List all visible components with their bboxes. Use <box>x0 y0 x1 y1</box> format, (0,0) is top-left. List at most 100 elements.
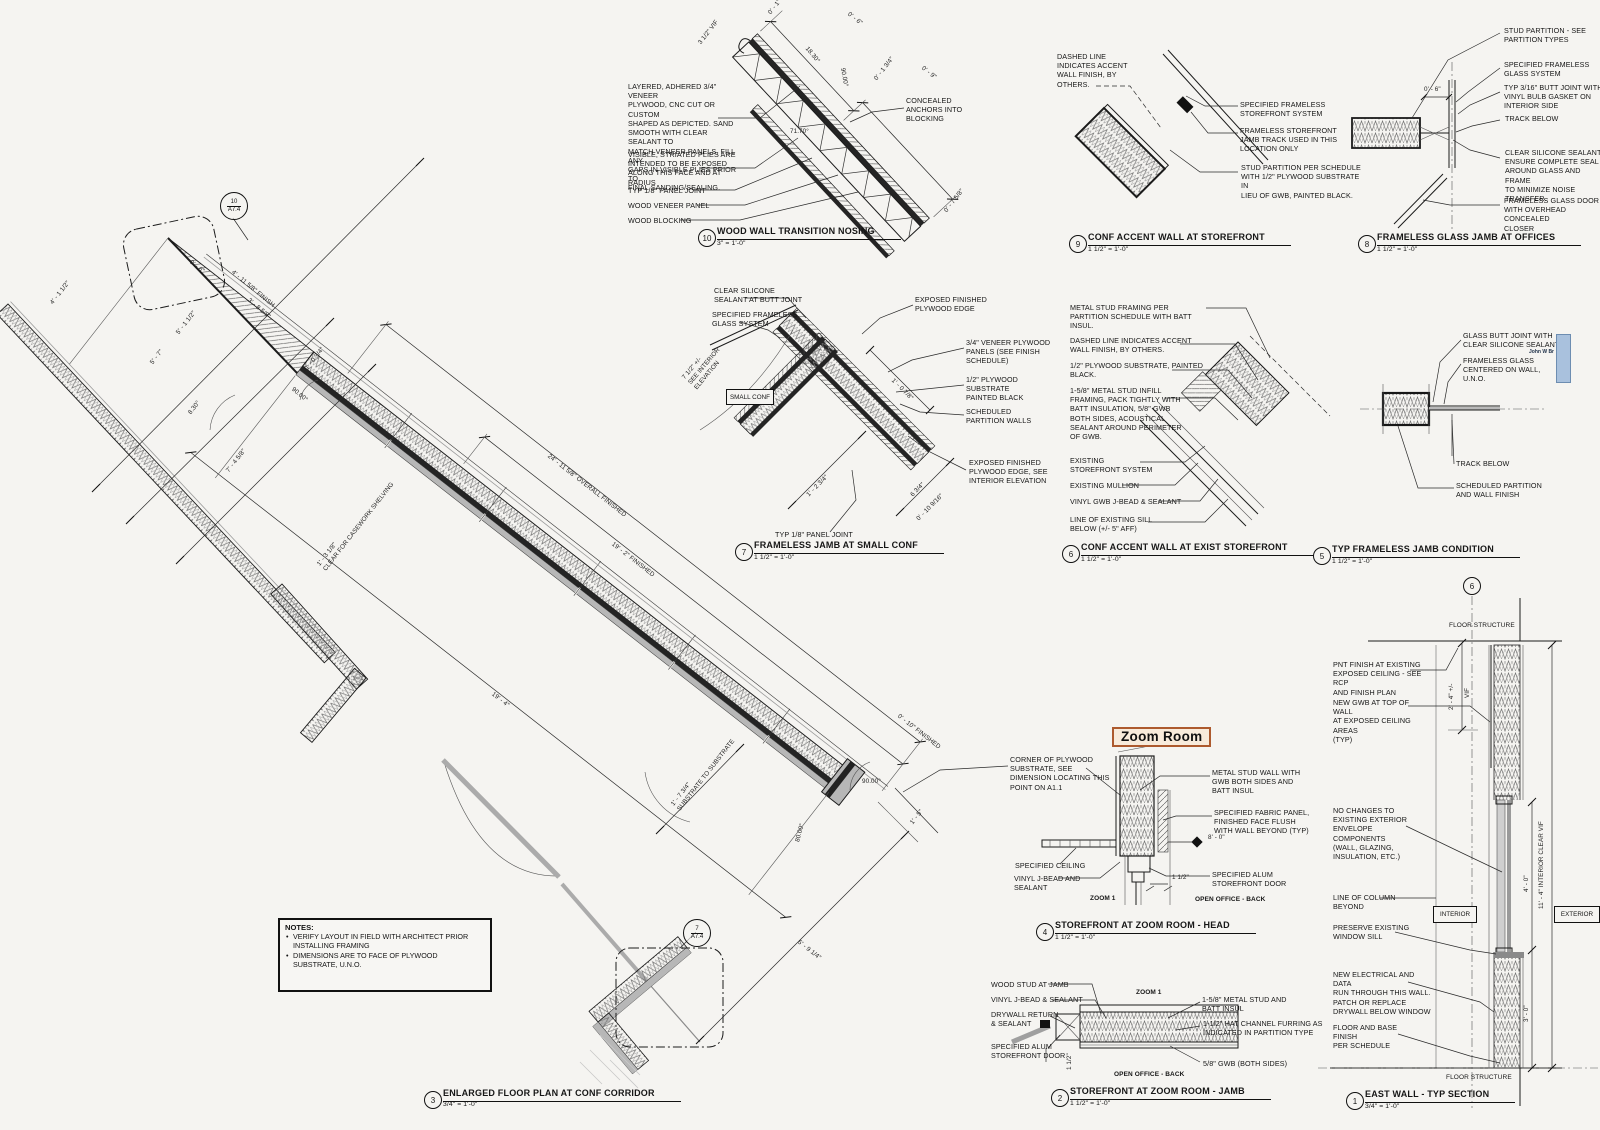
d7-note-glass-system: SPECIFIED FRAMELESS GLASS SYSTEM <box>712 310 798 329</box>
callout-sheet: A7.4 <box>690 933 704 940</box>
d6-note-jbead-sealant: VINYL GWB J-BEAD & SEALANT <box>1070 497 1182 506</box>
d10-note-concealed-anchors: CONCEALED ANCHORS INTO BLOCKING <box>906 96 963 124</box>
d7-note-plywood-edge: EXPOSED FINISHED PLYWOOD EDGE <box>915 295 987 314</box>
note-item: DIMENSIONS ARE TO FACE OF PLYWOOD SUBSTR… <box>285 951 485 970</box>
detail-scale: 1 1/2" = 1'-0" <box>1377 246 1418 253</box>
dim-label: 3' - 0" <box>1522 1005 1530 1023</box>
dim-label: 1 1/2" <box>1172 874 1189 881</box>
d5-note-frameless-glass: FRAMELESS GLASS CENTERED ON WALL, U.N.O. <box>1463 356 1541 384</box>
detail-title: CONF ACCENT WALL AT EXIST STOREFRONT <box>1081 542 1314 556</box>
d1-label-floor-structure-bottom: FLOOR STRUCTURE <box>1446 1074 1512 1081</box>
grid-bubble: 6 <box>1463 577 1481 595</box>
d4-note-jbead-sealant: VINYL J-BEAD AND SEALANT <box>1014 874 1081 893</box>
detail-callout-bubble: 10 A7.4 <box>220 192 248 220</box>
dim-label: 71.70° <box>790 128 809 135</box>
detail-number-bubble: 10 <box>698 229 716 247</box>
detail-number-bubble: 5 <box>1313 547 1331 565</box>
room-label: SMALL CONF <box>726 389 774 405</box>
d5-note-butt-joint: GLASS BUTT JOINT WITH CLEAR SILICONE SEA… <box>1463 331 1560 350</box>
d9-linework <box>1074 49 1269 199</box>
d1-note-new-electrical: NEW ELECTRICAL AND DATA RUN THROUGH THIS… <box>1333 970 1431 1016</box>
d8-note-track-below: TRACK BELOW <box>1505 114 1559 123</box>
d9-note-jamb-track: FRAMELESS STOREFRONT JAMB TRACK USED IN … <box>1240 126 1338 154</box>
d1-note-floor-base-finish: FLOOR AND BASE FINISH PER SCHEDULE <box>1333 1023 1398 1051</box>
detail-title: WOOD WALL TRANSITION NOSING <box>717 226 901 240</box>
d6-note-stud-infill: 1-5/8" METAL STUD INFILL FRAMING, PACK T… <box>1070 386 1182 442</box>
detail-scale: 1 1/2" = 1'-0" <box>1332 558 1373 565</box>
d1-note-new-gwb: NEW GWB AT TOP OF WALL AT EXPOSED CEILIN… <box>1333 698 1411 744</box>
d7-linework <box>699 297 967 533</box>
note-item: VERIFY LAYOUT IN FIELD WITH ARCHITECT PR… <box>285 932 485 951</box>
d8-note-butt-joint: TYP 3/16" BUTT JOINT WITH VINYL BULB GAS… <box>1504 83 1600 111</box>
d8-linework <box>1351 32 1501 232</box>
d5-note-track-below: TRACK BELOW <box>1456 459 1510 468</box>
d7-note-partition-walls: SCHEDULED PARTITION WALLS <box>966 407 1032 426</box>
d10-note-veneer-panel: WOOD VENEER PANEL <box>628 201 710 210</box>
notes-title: NOTES: <box>285 923 314 932</box>
callout-sheet: A7.4 <box>227 206 241 213</box>
d10-note-panel-joint: TYP 1/8" PANEL JOINT <box>628 186 706 195</box>
d2-note-metal-stud: 1-5/8" METAL STUD AND BATT INSUL <box>1202 995 1287 1014</box>
d2-note-alum-door: SPECIFIED ALUM STOREFRONT DOOR <box>991 1042 1066 1061</box>
d4-note-alum-door: SPECIFIED ALUM STOREFRONT DOOR <box>1212 870 1287 889</box>
d9-note-storefront-system: SPECIFIED FRAMELESS STOREFRONT SYSTEM <box>1240 100 1326 119</box>
d2-note-hat-channel: 1-1/2" HAT CHANNEL FURRING AS INDICATED … <box>1203 1019 1323 1038</box>
d8-note-silicone-sealant: CLEAR SILICONE SEALANT. ENSURE COMPLETE … <box>1505 148 1600 204</box>
detail-scale: 1 1/2" = 1'-0" <box>754 554 795 561</box>
d2-label-open-office: OPEN OFFICE - BACK <box>1114 1071 1185 1078</box>
detail-number-bubble: 7 <box>735 543 753 561</box>
d2-note-gwb: 5/8" GWB (BOTH SIDES) <box>1203 1059 1288 1068</box>
detail-title: TYP FRAMELESS JAMB CONDITION <box>1332 544 1520 558</box>
d10-note-visible-plies: VISIBLE, STRIATED PLIES ARE INTENDED TO … <box>628 150 736 187</box>
detail-title: CONF ACCENT WALL AT STOREFRONT <box>1088 232 1291 246</box>
d8-note-glass-system: SPECIFIED FRAMELESS GLASS SYSTEM <box>1504 60 1590 79</box>
d1-note-no-changes: NO CHANGES TO EXISTING EXTERIOR ENVELOPE… <box>1333 806 1407 862</box>
detail-scale: 1 1/2" = 1'-0" <box>1088 246 1129 253</box>
d9-note-dashed-line: DASHED LINE INDICATES ACCENT WALL FINISH… <box>1057 52 1128 89</box>
zoom-room-annotation[interactable]: Zoom Room <box>1112 727 1212 747</box>
d2-note-drywall-return: DRYWALL RETURN & SEALANT <box>991 1010 1059 1029</box>
d10-note-wood-blocking: WOOD BLOCKING <box>628 216 692 225</box>
d1-label-floor-structure-top: FLOOR STRUCTURE <box>1449 622 1515 629</box>
detail-scale: 1 1/2" = 1'-0" <box>1081 556 1122 563</box>
notes-box: NOTES: VERIFY LAYOUT IN FIELD WITH ARCHI… <box>278 918 492 992</box>
d1-note-line-of-column: LINE OF COLUMN BEYOND <box>1333 893 1396 912</box>
dim-label: 90.00° <box>862 778 881 785</box>
dim-label: 8' - 0" <box>1208 834 1225 841</box>
d6-note-plywood-substrate: 1/2" PLYWOOD SUBSTRATE, PAINTED BLACK. <box>1070 361 1204 380</box>
d6-note-metal-stud: METAL STUD FRAMING PER PARTITION SCHEDUL… <box>1070 303 1192 331</box>
d4-note-corner-plywood: CORNER OF PLYWOOD SUBSTRATE, SEE DIMENSI… <box>1010 755 1110 792</box>
d4-note-metal-stud-wall: METAL STUD WALL WITH GWB BOTH SIDES AND … <box>1212 768 1301 796</box>
detail-scale: 3" = 1'-0" <box>717 240 746 247</box>
presence-cursor[interactable] <box>1556 334 1571 383</box>
detail-title: ENLARGED FLOOR PLAN AT CONF CORRIDOR <box>443 1088 681 1102</box>
dim-label: VIF <box>1463 687 1471 699</box>
d7-note-panel-joint: TYP 1/8" PANEL JOINT <box>775 530 853 539</box>
callout-number: 7 <box>691 926 703 934</box>
d7-note-plywood-edge-int: EXPOSED FINISHED PLYWOOD EDGE, SEE INTER… <box>969 458 1048 486</box>
d6-note-dashed-line: DASHED LINE INDICATES ACCENT WALL FINISH… <box>1070 336 1192 355</box>
plan-linework <box>0 157 1009 1089</box>
d4-note-specified-ceiling: SPECIFIED CEILING <box>1015 861 1086 870</box>
d6-linework <box>1122 307 1331 527</box>
dim-label: 0' - 6" <box>1424 86 1441 93</box>
d8-note-glass-door: FRAMELESS GLASS DOOR WITH OVERHEAD CONCE… <box>1504 196 1600 233</box>
d5-linework <box>1360 339 1545 489</box>
detail-number-bubble: 8 <box>1358 235 1376 253</box>
detail-number-bubble: 4 <box>1036 923 1054 941</box>
d4-label-open-office: OPEN OFFICE - BACK <box>1195 896 1266 903</box>
d7-note-silicone-sealant: CLEAR SILICONE SEALANT AT BUTT JOINT <box>714 286 803 305</box>
detail-title: FRAMELESS JAMB AT SMALL CONF <box>754 540 944 554</box>
dim-label: 2' - 4" +/- <box>1447 683 1455 711</box>
d1-label-interior: INTERIOR <box>1433 906 1477 923</box>
d1-label-exterior: EXTERIOR <box>1554 906 1600 923</box>
d1-note-pnt-finish: PNT FINISH AT EXISTING EXPOSED CEILING -… <box>1333 660 1422 697</box>
detail-title: STOREFRONT AT ZOOM ROOM - JAMB <box>1070 1086 1271 1100</box>
d4-linework <box>1041 743 1212 905</box>
detail-number-bubble: 2 <box>1051 1089 1069 1107</box>
d2-note-wood-stud: WOOD STUD AT JAMB <box>991 980 1069 989</box>
detail-title: STOREFRONT AT ZOOM ROOM - HEAD <box>1055 920 1256 934</box>
detail-callout-bubble: 7 A7.4 <box>683 919 711 947</box>
